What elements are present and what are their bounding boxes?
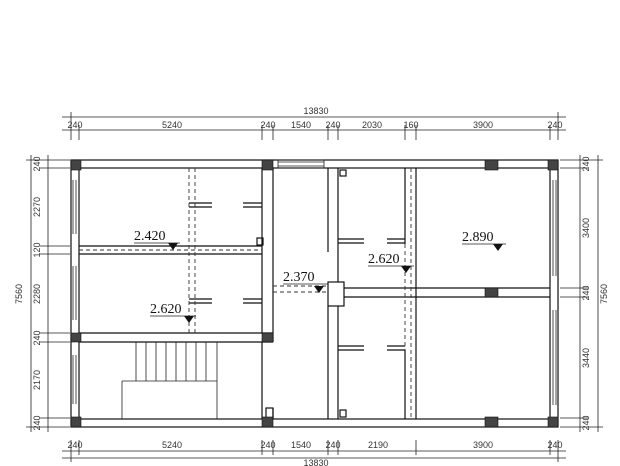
elevation-label: 2.420 — [134, 229, 166, 244]
elevation-triangle-icon — [401, 266, 411, 273]
elevation-marker-3: 2.370 — [283, 270, 328, 293]
bottom-dim-8: 240 — [547, 440, 562, 450]
elevation-label: 2.890 — [462, 230, 494, 245]
bottom-dim-1: 240 — [67, 440, 82, 450]
structural-columns — [70, 159, 559, 428]
elevation-marker-5: 2.890 — [462, 230, 506, 251]
elevation-marker-1: 2.420 — [134, 229, 180, 250]
bottom-dim-6: 2190 — [368, 440, 388, 450]
left-dim-3: 120 — [32, 242, 42, 257]
elevation-marker-2: 2.620 — [150, 302, 196, 323]
right-dimension-chain: 240 3400 240 3440 240 7560 — [560, 155, 609, 432]
interior-walls — [79, 168, 550, 420]
column — [484, 159, 499, 171]
bottom-dim-5: 240 — [325, 440, 340, 450]
bottom-dim-2: 5240 — [162, 440, 182, 450]
top-total-label: 13830 — [303, 106, 328, 116]
column — [70, 332, 82, 343]
left-dim-6: 2170 — [32, 370, 42, 390]
column — [547, 416, 559, 428]
top-dim-4: 1540 — [291, 120, 311, 130]
left-dim-4: 2280 — [32, 284, 42, 304]
column — [261, 332, 274, 343]
top-dim-9: 240 — [547, 120, 562, 130]
elevation-label: 2.620 — [150, 302, 182, 317]
staircase — [121, 342, 218, 419]
bottom-dimension-chain: 240 5240 240 1540 240 2190 3900 240 1383… — [62, 440, 566, 466]
right-dim-3: 240 — [581, 285, 591, 300]
top-dim-1: 240 — [67, 120, 82, 130]
elevation-label: 2.620 — [368, 252, 400, 267]
column — [70, 159, 82, 171]
bottom-dim-3: 240 — [260, 440, 275, 450]
elevation-triangle-icon — [314, 286, 324, 293]
top-dim-2: 5240 — [162, 120, 182, 130]
elevation-triangle-icon — [493, 244, 503, 251]
elevation-triangle-icon — [168, 243, 178, 250]
elevation-label: 2.370 — [283, 270, 315, 285]
column — [261, 416, 274, 428]
top-dim-7: 160 — [403, 120, 418, 130]
right-total-label: 7560 — [599, 284, 609, 304]
column — [484, 287, 499, 298]
windows — [72, 159, 557, 405]
right-dim-2: 3400 — [581, 218, 591, 238]
column — [484, 416, 499, 428]
right-dim-1: 240 — [581, 156, 591, 171]
left-dim-5: 240 — [32, 330, 42, 345]
bottom-dim-7: 3900 — [473, 440, 493, 450]
left-dim-2: 2270 — [32, 197, 42, 217]
left-dim-7: 240 — [32, 415, 42, 430]
bottom-dim-4: 1540 — [291, 440, 311, 450]
left-dimension-chain: 240 2270 120 2280 240 2170 240 7560 — [14, 155, 70, 432]
bottom-total-label: 13830 — [303, 458, 328, 466]
elevation-triangle-icon — [184, 316, 194, 323]
top-dim-5: 240 — [325, 120, 340, 130]
top-dim-6: 2030 — [362, 120, 382, 130]
column — [70, 416, 82, 428]
top-dimension-chain: 13830 240 5240 240 1540 240 2030 160 390… — [62, 106, 566, 140]
top-dim-3: 240 — [260, 120, 275, 130]
right-dim-5: 240 — [581, 415, 591, 430]
top-dim-8: 3900 — [473, 120, 493, 130]
column — [261, 159, 274, 171]
column — [547, 159, 559, 171]
left-total-label: 7560 — [14, 284, 24, 304]
elevation-marker-4: 2.620 — [368, 252, 414, 273]
right-dim-4: 3440 — [581, 348, 591, 368]
left-dim-1: 240 — [32, 156, 42, 171]
